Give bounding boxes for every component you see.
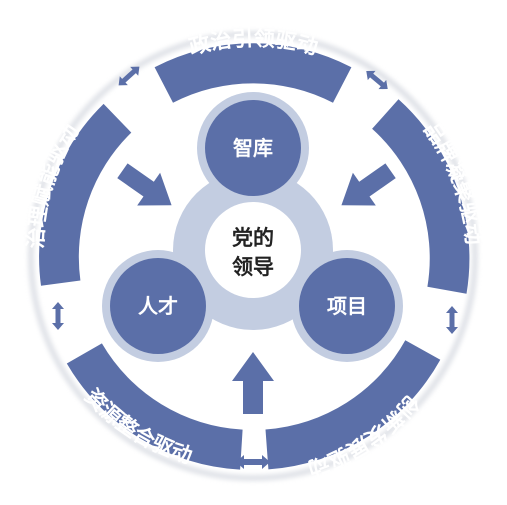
svg-text:领导: 领导 xyxy=(232,255,274,279)
ring-segment-governance xyxy=(39,103,132,286)
node-think-tank: 智库 xyxy=(205,100,301,196)
inward-arrow-bottom xyxy=(232,352,274,414)
ring-shadow xyxy=(28,31,478,481)
node-project: 项目 xyxy=(299,258,395,354)
svg-text:智库: 智库 xyxy=(233,136,273,160)
ring-segment-political xyxy=(154,43,352,103)
ring-segment-brand xyxy=(372,99,470,294)
double-arrow-political-governance xyxy=(118,66,140,86)
inward-arrow-upper-right xyxy=(341,163,396,206)
ring-segment-resource xyxy=(66,343,243,470)
ring-segment-innovation xyxy=(265,340,441,470)
double-arrow-brand-innovation xyxy=(446,306,458,334)
double-arrow-governance-resource xyxy=(52,302,64,330)
center-party-leadership: 党的 领导 xyxy=(205,202,301,298)
double-arrow-resource-innovation xyxy=(236,455,270,469)
svg-text:人才: 人才 xyxy=(138,294,178,318)
svg-text:党的: 党的 xyxy=(232,226,274,250)
svg-text:项目: 项目 xyxy=(327,294,367,318)
double-arrow-political-brand xyxy=(366,70,388,90)
node-talent: 人才 xyxy=(110,258,206,354)
inward-arrow-upper-left xyxy=(117,163,172,206)
